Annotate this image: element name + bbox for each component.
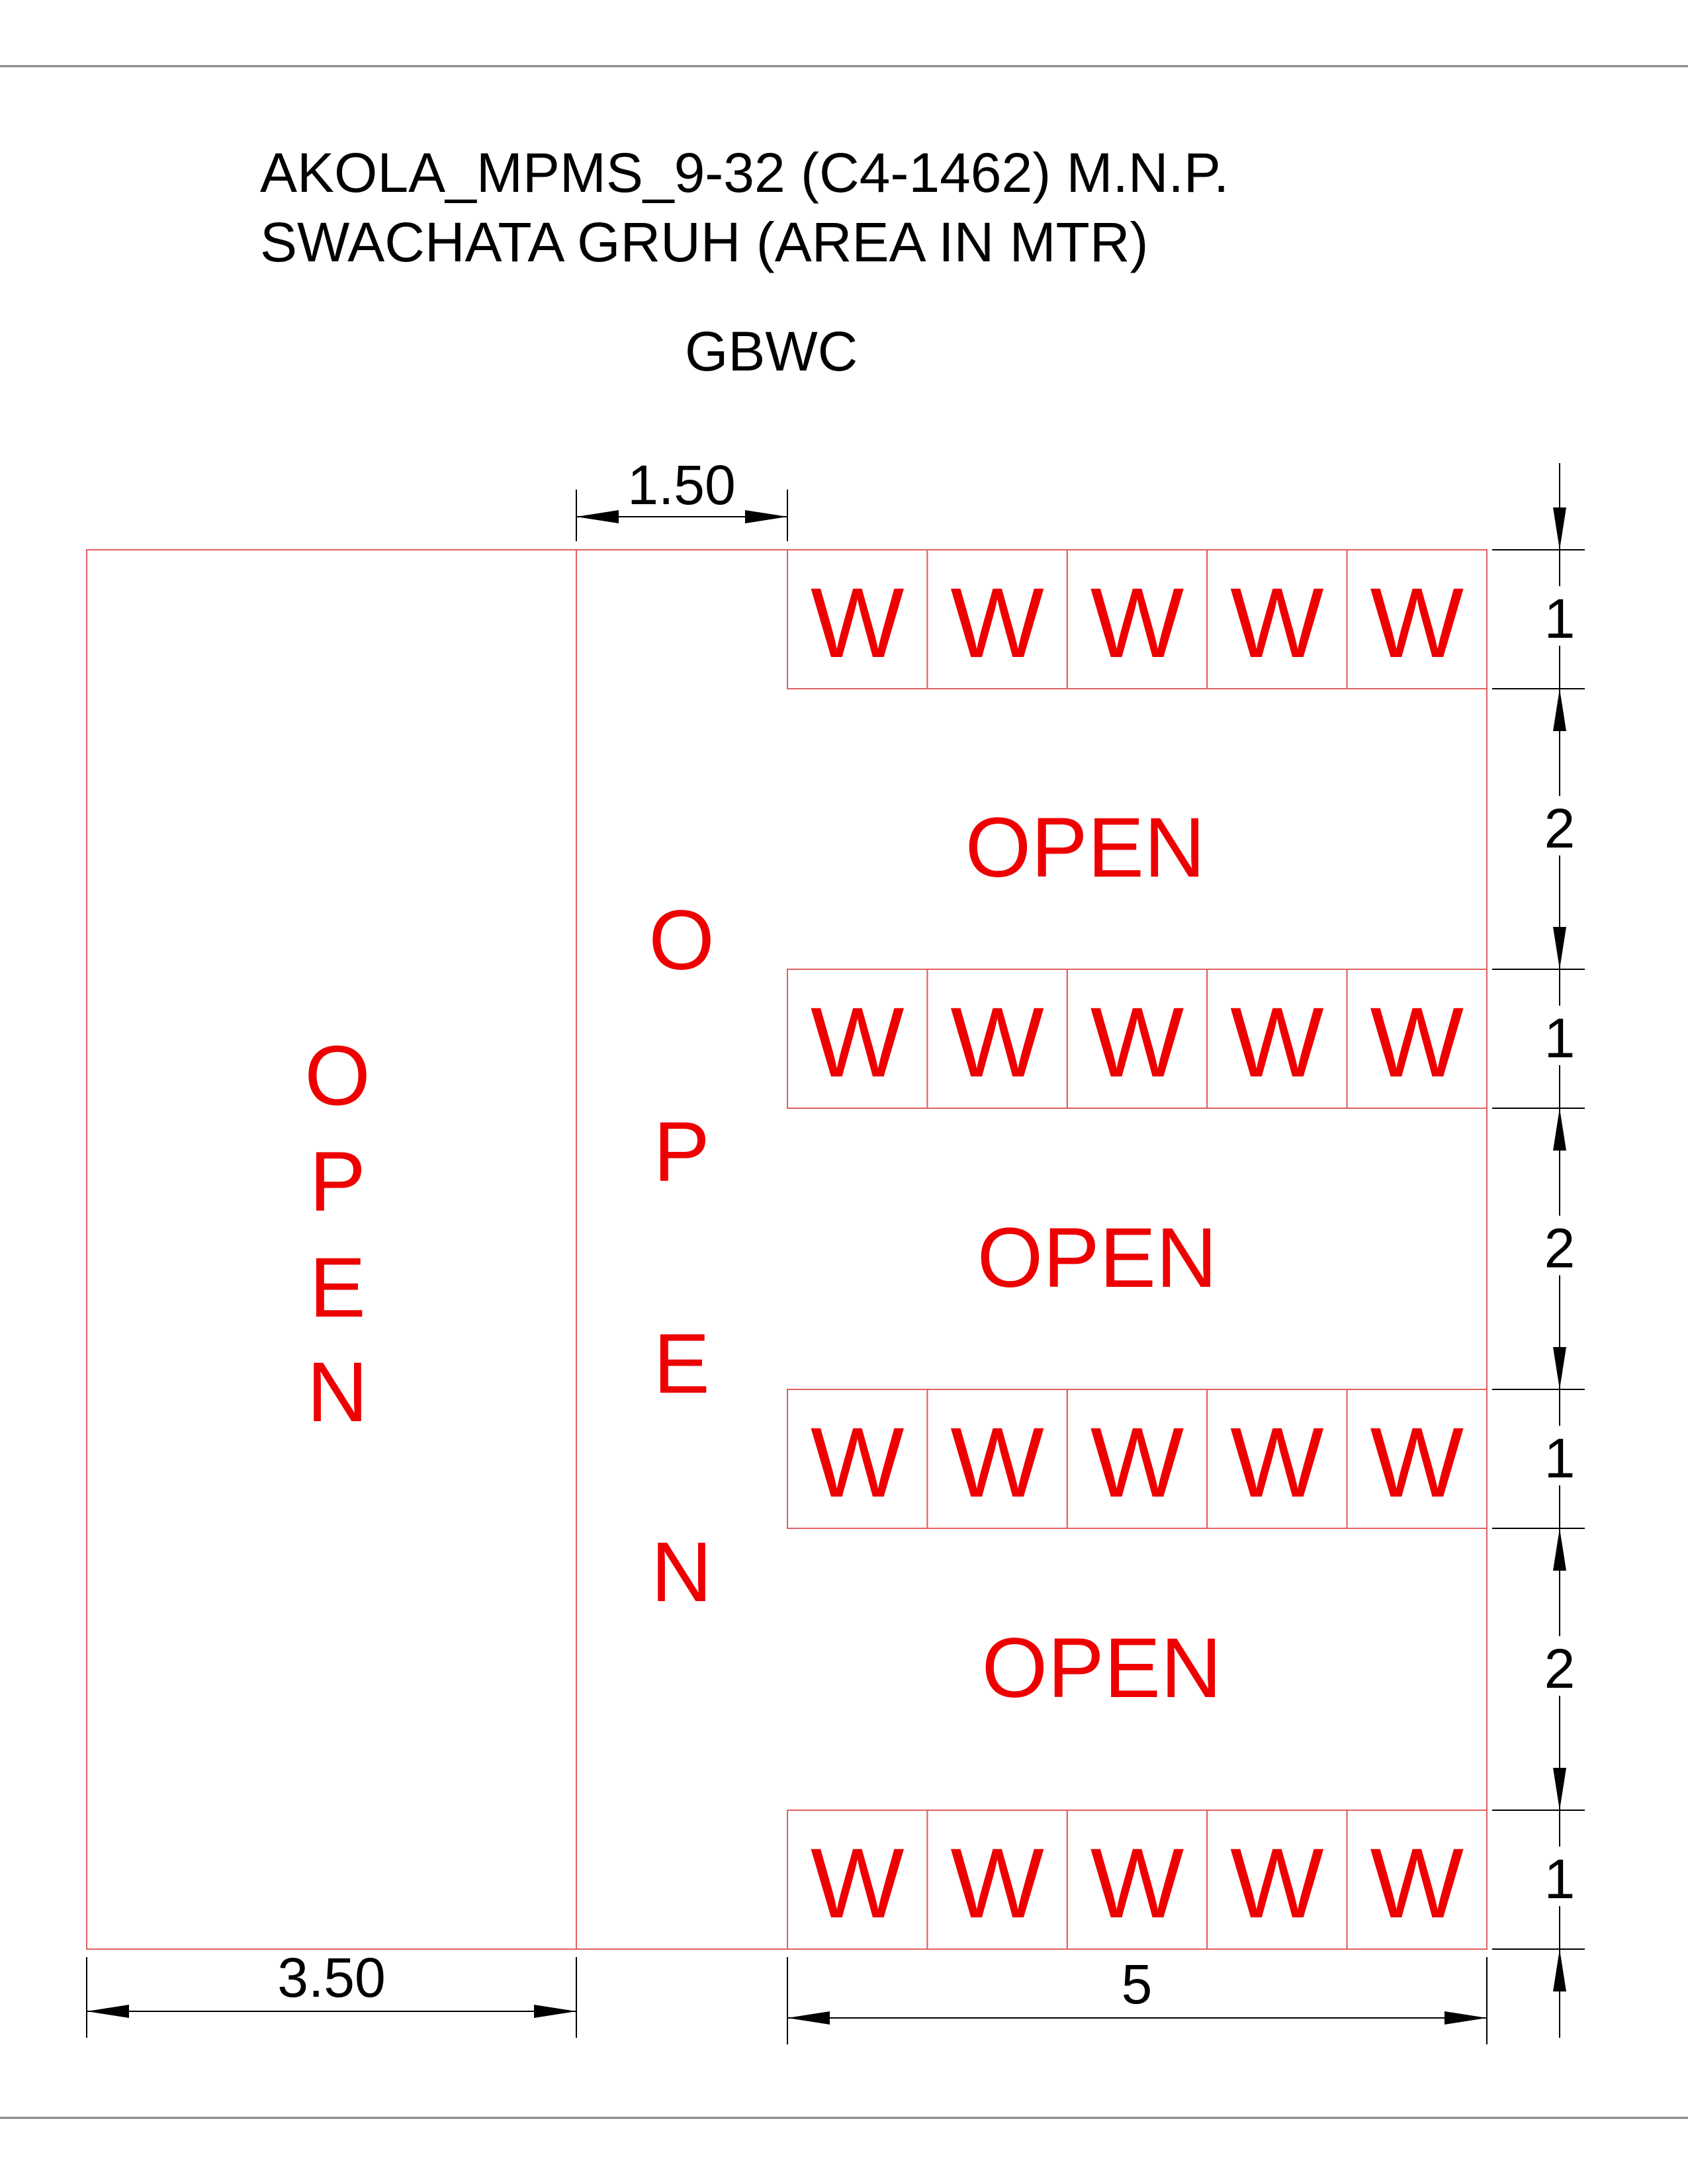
- dimension-vertical-text: 1: [1544, 1007, 1576, 1069]
- wc-cell: [1346, 969, 1488, 1109]
- wc-cell-label: W: [811, 1827, 905, 1939]
- wc-cell: [1346, 549, 1488, 689]
- dimension-label-bg: [1533, 1847, 1586, 1906]
- wc-cell-label: W: [950, 1827, 1044, 1939]
- wc-cell-label: W: [1090, 986, 1184, 1098]
- dimension-arrow: [1553, 1347, 1566, 1389]
- wc-cell-label: W: [950, 1407, 1044, 1518]
- dimension-label-bg: [1533, 1636, 1586, 1696]
- left-open-label-letter: P: [309, 1135, 365, 1229]
- dimension-corridor-width: 1.50: [576, 454, 788, 541]
- drawing-title-line1: AKOLA_MPMS_9-32 (C4-1462) M.N.P.: [260, 142, 1229, 204]
- dimension-label-bg: [1533, 796, 1586, 855]
- open-gap-label-3: OPEN: [982, 1621, 1222, 1716]
- dimension-label-bg: [1533, 1426, 1586, 1485]
- wc-cell-label: W: [1370, 1827, 1464, 1939]
- drawing-title-line2: SWACHATA GRUH (AREA IN MTR): [260, 211, 1148, 273]
- left-open-area: [86, 549, 577, 1950]
- wc-cell-label: W: [1090, 567, 1184, 678]
- dimension-vertical-text: 2: [1544, 797, 1576, 859]
- corridor-open-label-letter: P: [653, 1105, 709, 1200]
- wc-cell-label: W: [1090, 1827, 1184, 1939]
- dimension-wc-block-width-text: 5: [1122, 1953, 1153, 2015]
- dimension-label-bg: [1533, 1215, 1586, 1276]
- dimension-wc-block-width: 5: [787, 1953, 1488, 2044]
- wc-cell-label: W: [1370, 567, 1464, 678]
- dimension-vertical-text: 1: [1544, 1427, 1576, 1489]
- dimension-arrow: [1553, 1108, 1566, 1151]
- wc-cell: [1346, 1389, 1488, 1529]
- corridor-open-label: O P E N: [648, 893, 715, 1620]
- wc-cell-label: W: [1230, 1827, 1324, 1939]
- left-open-label-letter: N: [307, 1345, 368, 1440]
- corridor-open-label-letter: N: [651, 1525, 712, 1620]
- dimension-vertical-chain: 1 2 1 2 1 2 1: [1492, 463, 1586, 2038]
- dimension-vertical-text: 1: [1544, 1848, 1576, 1910]
- dimension-arrow: [1553, 689, 1566, 731]
- wc-cell-label: W: [950, 567, 1044, 678]
- corridor-open-label-letter: O: [648, 893, 715, 988]
- left-open-label-letter: O: [304, 1029, 371, 1123]
- wc-cell-label: W: [950, 986, 1044, 1098]
- left-open-label-letter: E: [309, 1241, 365, 1335]
- corridor-open-label-letter: E: [653, 1317, 709, 1411]
- dimension-label-bg: [1533, 586, 1586, 646]
- wc-cell-label: W: [1370, 986, 1464, 1098]
- wc-cell: [1346, 1810, 1488, 1950]
- open-gap-label-2: OPEN: [977, 1211, 1218, 1305]
- dimension-vertical-text: 1: [1544, 588, 1576, 650]
- dimension-arrow: [1553, 1949, 1566, 1991]
- dimension-arrow: [1553, 927, 1566, 969]
- plan-outline: [86, 549, 1488, 1950]
- dimension-arrow: [1553, 1768, 1566, 1810]
- dimension-left-open-width: 3.50: [86, 1946, 577, 2038]
- dimension-vertical-text: 2: [1544, 1638, 1576, 1700]
- left-open-label: OPEN: [304, 1029, 371, 1440]
- dimension-vertical-text: 2: [1544, 1217, 1576, 1280]
- drawing-subtitle: GBWC: [685, 320, 858, 382]
- dimension-arrow: [1553, 507, 1566, 550]
- wc-cell-label: W: [811, 1407, 905, 1518]
- dimension-corridor-width-text: 1.50: [627, 454, 736, 516]
- open-gap-label-1: OPEN: [965, 801, 1206, 895]
- wc-cell-label: W: [1370, 1407, 1464, 1518]
- wc-cell-label: W: [1090, 1407, 1184, 1518]
- dimension-left-open-width-text: 3.50: [277, 1946, 386, 2009]
- dimension-arrow: [1553, 1528, 1566, 1571]
- dimension-label-bg: [1533, 1006, 1586, 1065]
- wc-cell-label: W: [1230, 986, 1324, 1098]
- wc-cell-label: W: [811, 567, 905, 678]
- wc-cell-label: W: [811, 986, 905, 1098]
- wc-cell-label: W: [1230, 1407, 1324, 1518]
- wc-cell-label: W: [1230, 567, 1324, 678]
